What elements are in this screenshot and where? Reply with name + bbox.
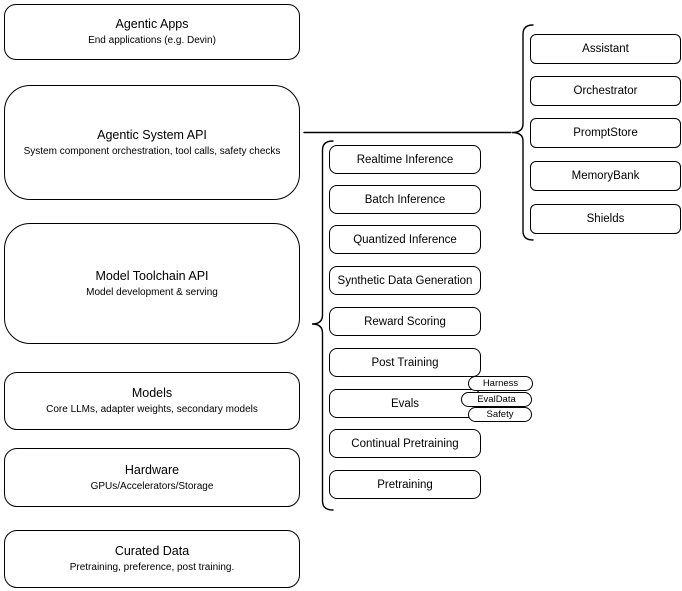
node-subtitle: System component orchestration, tool cal… xyxy=(23,145,281,157)
node-title: Models xyxy=(131,386,173,401)
node-label: Synthetic Data Generation xyxy=(337,274,473,287)
node-post-training: Post Training xyxy=(329,348,481,377)
node-label: Continual Pretraining xyxy=(351,437,459,450)
node-model-toolchain-api: Model Toolchain API Model development & … xyxy=(4,223,300,344)
tag-label: EvalData xyxy=(477,394,516,405)
node-title: Agentic Apps xyxy=(115,17,189,32)
node-agentic-apps: Agentic Apps End applications (e.g. Devi… xyxy=(4,4,300,60)
node-subtitle: Model development & serving xyxy=(86,286,218,298)
node-label: Post Training xyxy=(371,356,439,369)
tag-label: Safety xyxy=(486,409,514,420)
node-agentic-system-api: Agentic System API System component orch… xyxy=(4,85,300,200)
node-promptstore: PromptStore xyxy=(530,118,681,148)
node-quantized-inference: Quantized Inference xyxy=(329,225,481,254)
node-assistant: Assistant xyxy=(530,34,681,64)
node-label: PromptStore xyxy=(573,127,638,139)
node-label: Assistant xyxy=(582,43,629,55)
tag-evaldata: EvalData xyxy=(461,392,532,407)
node-label: Reward Scoring xyxy=(364,315,446,328)
system-components-brace xyxy=(511,24,534,241)
node-label: Batch Inference xyxy=(364,193,446,206)
node-orchestrator: Orchestrator xyxy=(530,76,681,106)
node-subtitle: Core LLMs, adapter weights, secondary mo… xyxy=(46,404,258,416)
node-pretraining: Pretraining xyxy=(329,470,481,499)
node-label: MemoryBank xyxy=(571,170,640,182)
node-curated-data: Curated Data Pretraining, preference, po… xyxy=(4,530,300,588)
node-title: Agentic System API xyxy=(97,127,207,142)
node-title: Curated Data xyxy=(114,544,190,559)
node-title: Model Toolchain API xyxy=(95,268,209,283)
node-hardware: Hardware GPUs/Accelerators/Storage xyxy=(4,448,300,507)
node-continual-pretraining: Continual Pretraining xyxy=(329,429,481,458)
node-models: Models Core LLMs, adapter weights, secon… xyxy=(4,372,300,430)
node-subtitle: GPUs/Accelerators/Storage xyxy=(90,480,214,492)
node-label: Realtime Inference xyxy=(356,153,454,166)
tag-harness: Harness xyxy=(468,376,533,391)
tag-label: Harness xyxy=(482,378,519,389)
node-subtitle: Pretraining, preference, post training. xyxy=(69,562,235,574)
node-label: Orchestrator xyxy=(573,85,638,97)
node-evals: Evals xyxy=(329,389,481,418)
node-memorybank: MemoryBank xyxy=(530,161,681,191)
node-title: Hardware xyxy=(124,462,180,477)
node-subtitle: End applications (e.g. Devin) xyxy=(88,35,216,47)
node-label: Shields xyxy=(586,213,625,225)
node-label: Evals xyxy=(390,397,420,410)
node-label: Pretraining xyxy=(377,478,433,491)
node-reward-scoring: Reward Scoring xyxy=(329,307,481,336)
node-label: Quantized Inference xyxy=(353,233,457,246)
toolchain-brace xyxy=(311,140,334,511)
node-synthetic-data-generation: Synthetic Data Generation xyxy=(329,266,481,295)
node-shields: Shields xyxy=(530,204,681,234)
node-realtime-inference: Realtime Inference xyxy=(329,145,481,174)
tag-safety: Safety xyxy=(468,407,532,422)
node-batch-inference: Batch Inference xyxy=(329,185,481,214)
